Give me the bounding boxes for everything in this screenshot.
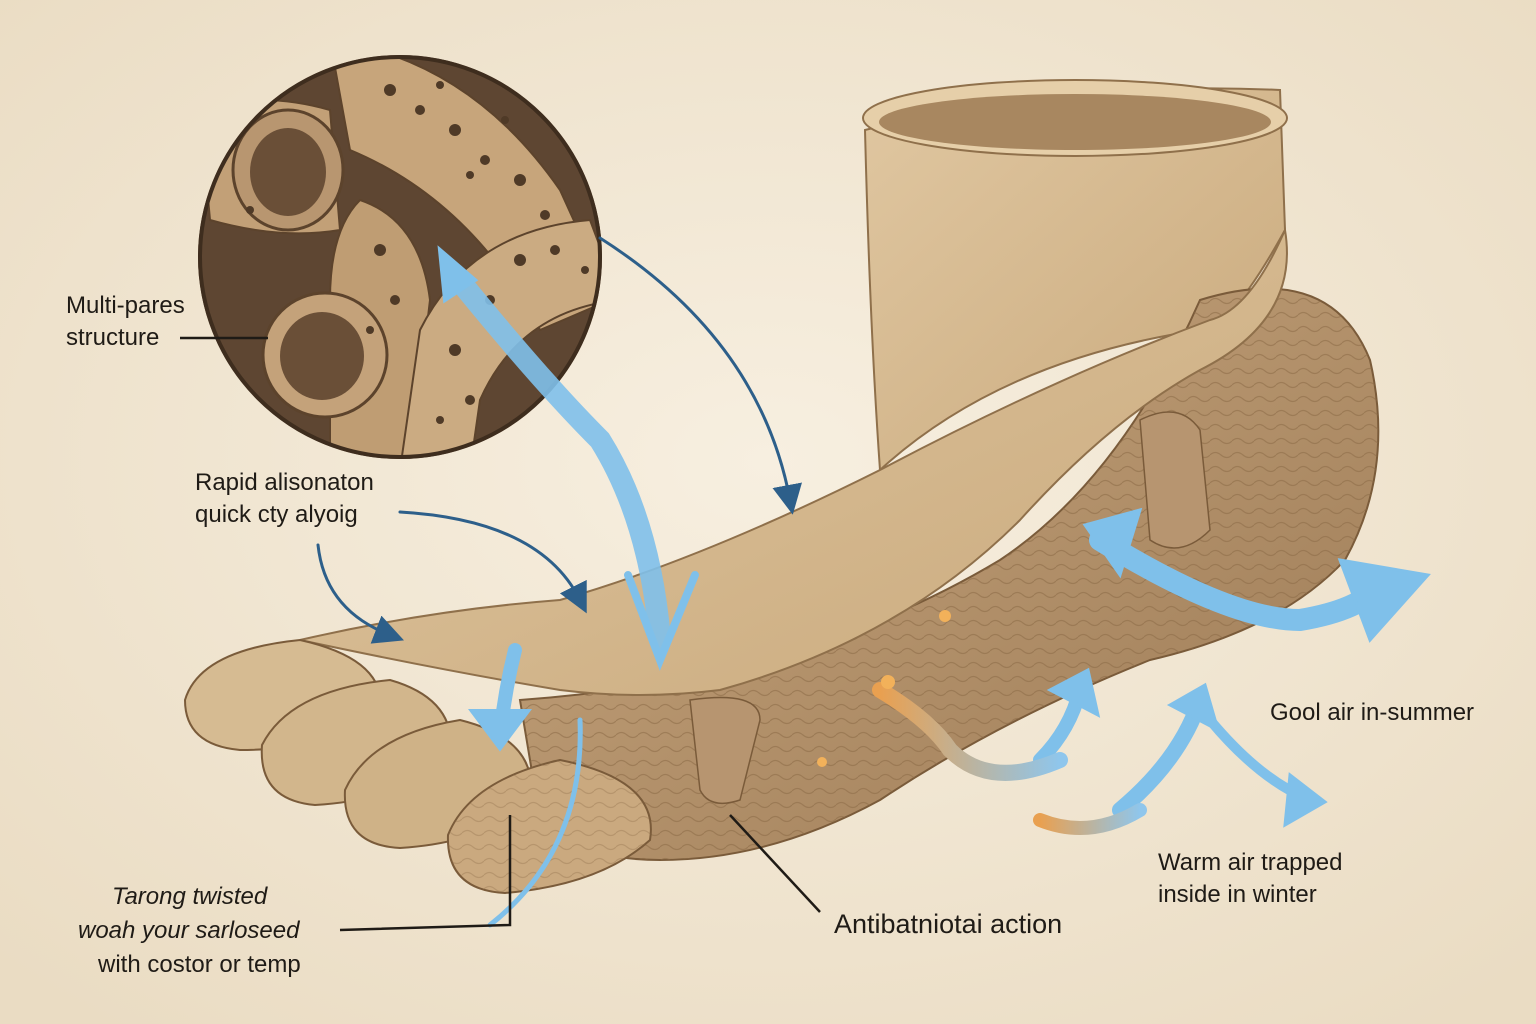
label-strong: Tarong twisted woah your sarloseed with …	[78, 880, 301, 982]
leader-strong	[339, 815, 512, 932]
label-cool-air: Gool air in-summer	[1270, 699, 1475, 726]
toe-down-arrowhead	[468, 709, 532, 752]
pointer-arrows	[316, 236, 802, 644]
warm-air-arrows	[817, 610, 1147, 835]
sock-band	[689, 696, 761, 805]
label-multi-pores-line1: Multi-pares	[66, 292, 185, 319]
label-strong-line1: Tarong twisted	[98, 880, 301, 914]
outflow-arrowhead	[1283, 772, 1328, 828]
warm-air-arrow-2	[1033, 803, 1147, 835]
rapid-pointer-1	[398, 510, 587, 614]
moisture-flow-arrowhead-bottom	[624, 571, 699, 671]
cool-air-arrows	[437, 245, 1431, 928]
warm-glow-3	[817, 757, 827, 767]
warm-air-arrow-1	[872, 682, 1068, 781]
warm-glow-1	[881, 675, 895, 689]
heel-cool-arrowhead-right	[1337, 558, 1431, 643]
label-warm-air-line1: Warm air trapped	[1158, 849, 1343, 876]
label-warm-air: Warm air trapped inside in winter	[1158, 847, 1343, 911]
moisture-flow-arrow	[444, 264, 671, 651]
label-strong-line3: with costor or temp	[98, 951, 301, 978]
summer-air-arrowhead	[1046, 667, 1101, 718]
leader-antibacterial	[729, 814, 821, 913]
label-rapid-line2: quick cty alyoig	[195, 501, 358, 528]
toe-line-arrow	[487, 717, 583, 928]
sock-opening-inner	[879, 94, 1271, 150]
heel-cool-arrowhead-left	[1082, 507, 1143, 579]
label-multi-pores: Multi-pares structure	[66, 290, 185, 354]
warm-glow-2	[939, 610, 951, 622]
moisture-flow-arrowhead-top	[437, 245, 479, 304]
label-rapid-line1: Rapid alisonaton	[195, 469, 374, 496]
label-warm-air-line2: inside in winter	[1158, 881, 1317, 908]
sock-illustration	[183, 79, 1380, 895]
label-multi-pores-line2: structure	[66, 324, 160, 351]
leader-lines	[180, 336, 821, 932]
label-strong-line2: woah your sarloseed	[78, 917, 300, 944]
sock-foot-top	[299, 226, 1288, 696]
rapid-pointer-2	[316, 543, 404, 644]
label-rapid: Rapid alisonaton quick cty alyoig	[195, 467, 374, 531]
label-antibacterial: Antibatniotai action	[834, 909, 1063, 939]
toe-texture	[447, 760, 651, 893]
label-strong-line1-text: Tarong twisted	[112, 883, 268, 910]
sock-heel-band	[1139, 411, 1211, 549]
circle-to-foot-pointer	[598, 236, 802, 515]
sock-toes	[183, 638, 652, 895]
